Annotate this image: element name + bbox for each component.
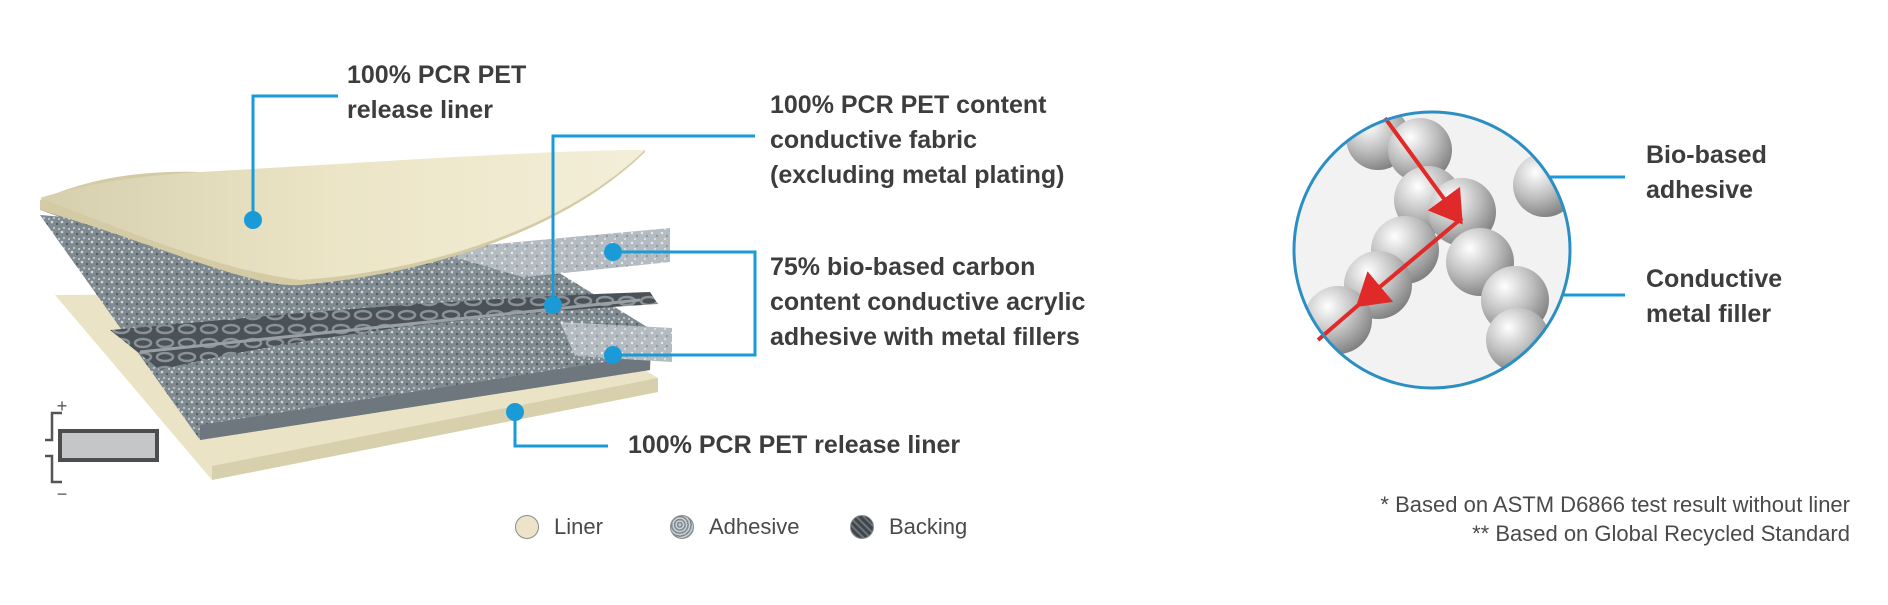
legend-item-liner: Liner bbox=[515, 512, 603, 542]
bottom-liner-label: 100% PCR PET release liner bbox=[628, 431, 961, 459]
legend-label: Adhesive bbox=[709, 514, 800, 539]
legend-label: Backing bbox=[889, 514, 968, 539]
magnified-adhesive-view bbox=[1292, 110, 1572, 390]
plus-sign: + bbox=[57, 396, 68, 416]
top-liner-label: 100% PCR PET release liner bbox=[347, 61, 527, 124]
legend-label: Liner bbox=[554, 514, 603, 539]
conduction-path-arrows bbox=[1316, 116, 1464, 342]
legend-item-backing: Backing bbox=[850, 512, 967, 542]
liner-swatch bbox=[515, 515, 539, 539]
adhesive-swatch bbox=[670, 515, 694, 539]
legend-item-adhesive: Adhesive bbox=[670, 512, 800, 542]
metal-filler-label: Conductive metal filler bbox=[1646, 265, 1783, 328]
conductivity-symbol: + − bbox=[45, 396, 159, 504]
footnote-astm: * Based on ASTM D6866 test result withou… bbox=[1380, 492, 1850, 517]
top-release-liner bbox=[40, 150, 645, 286]
footnote-grs: ** Based on Global Recycled Standard bbox=[1472, 521, 1850, 546]
backing-swatch bbox=[850, 515, 874, 539]
minus-sign: − bbox=[57, 484, 68, 504]
adhesive-layers-label: 75% bio-based carbon content conductive … bbox=[770, 253, 1086, 351]
bio-adhesive-label: Bio-based adhesive bbox=[1646, 141, 1767, 204]
conductive-fabric-mesh bbox=[110, 292, 658, 370]
fabric-label: 100% PCR PET content conductive fabric (… bbox=[770, 91, 1065, 189]
